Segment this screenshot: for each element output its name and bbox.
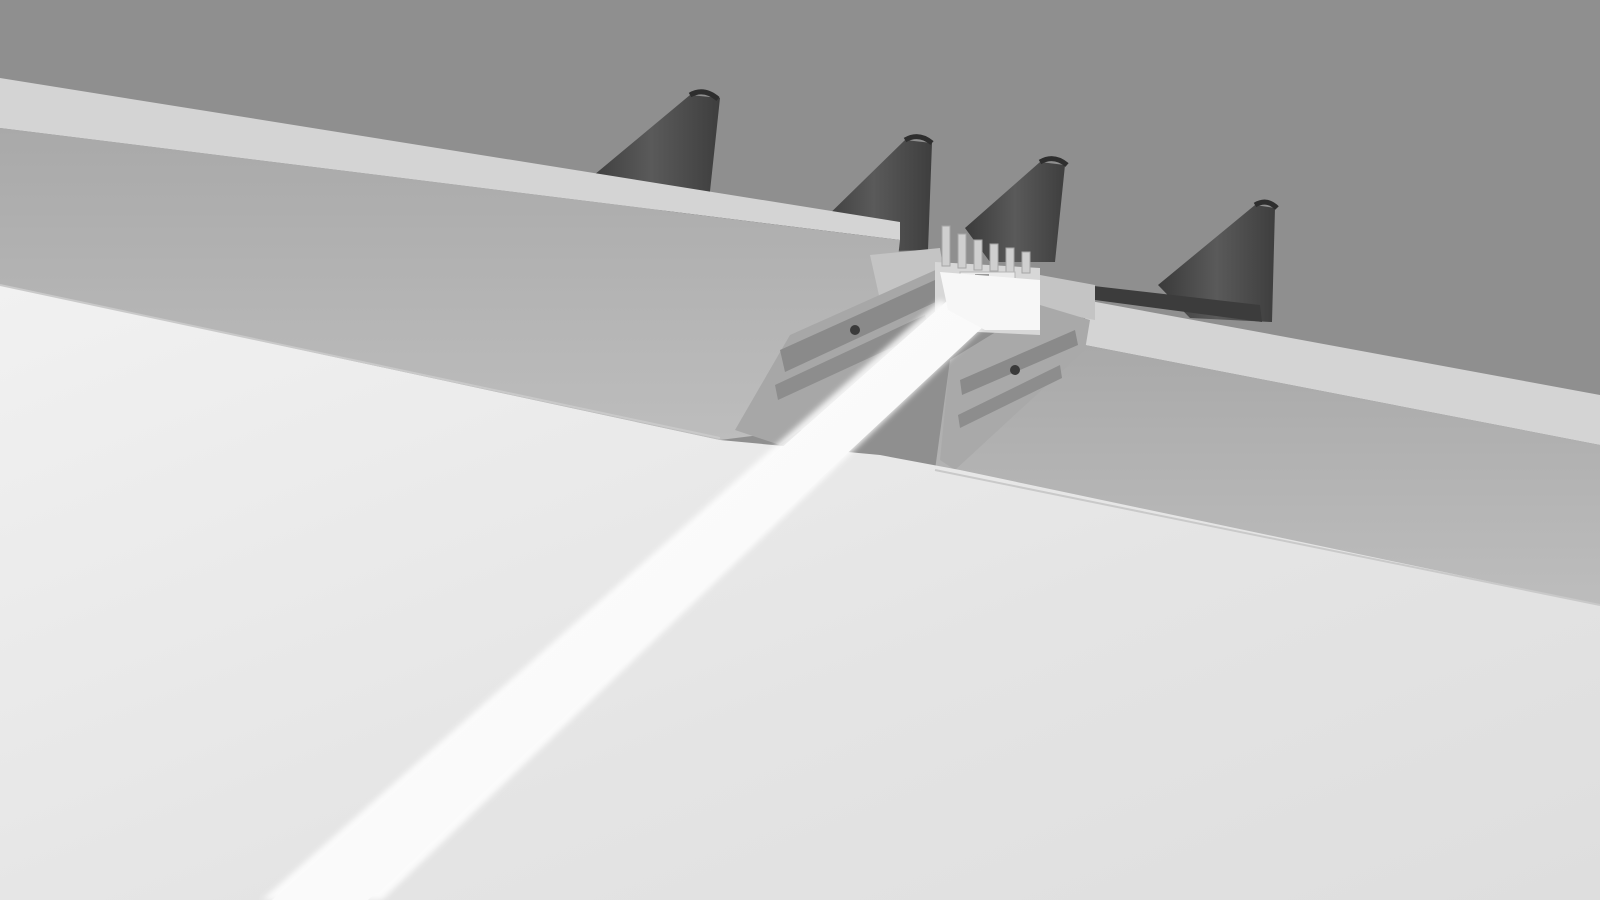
plasterboard-right-top-edge <box>1085 300 1600 445</box>
light-diffuser <box>262 272 1040 900</box>
heat-sink-fins <box>941 225 1031 274</box>
ceiling-surface <box>0 285 1600 900</box>
plasterboard-right <box>935 345 1600 605</box>
plasterboard-left-top-edge <box>0 78 900 240</box>
plasterboard-left <box>0 128 900 440</box>
metal-channel <box>1158 199 1279 322</box>
metal-channel <box>965 156 1069 262</box>
aluminium-profile <box>735 248 1095 470</box>
